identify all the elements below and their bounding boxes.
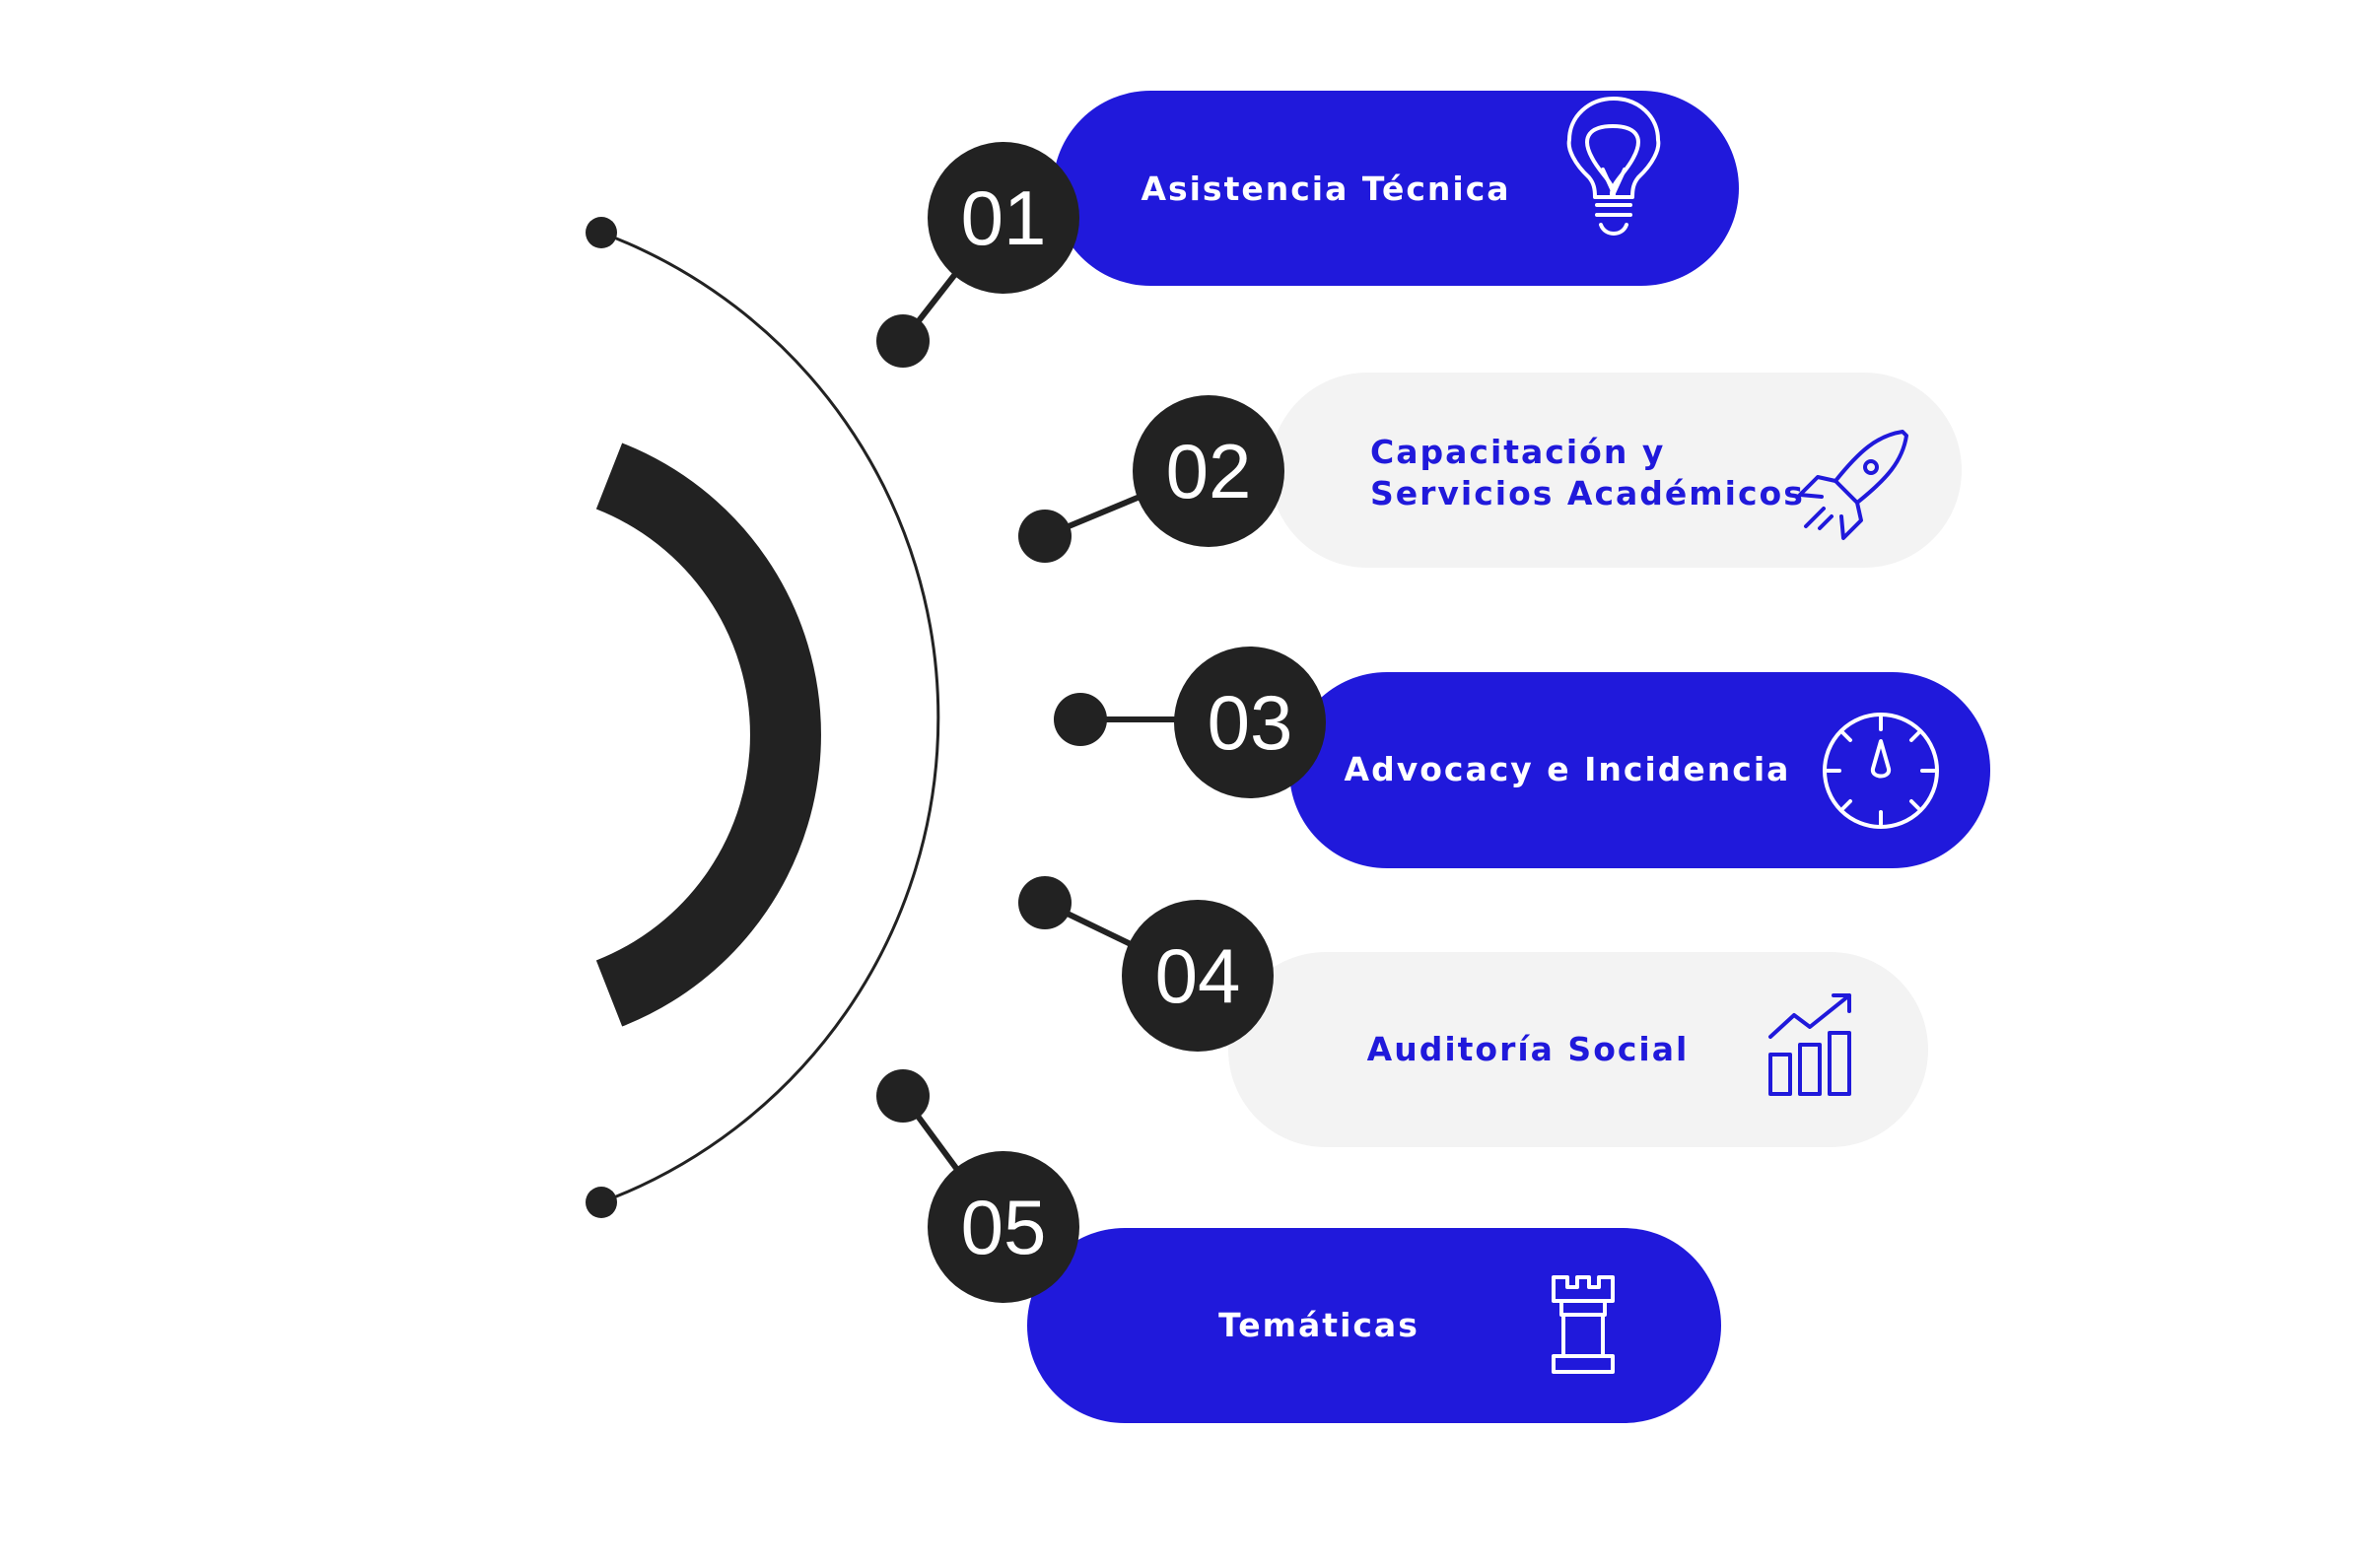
arc-node	[1018, 876, 1072, 929]
arc-end-dot-top	[586, 217, 617, 248]
chess-rook-icon	[1552, 1275, 1615, 1374]
half-ring-decoration	[595, 443, 821, 1027]
step-label: Asistencia Técnica	[1141, 170, 1510, 208]
step-number-badge	[1122, 900, 1274, 1052]
step-03[interactable]: Advocacy e Incidencia 03	[1054, 647, 1990, 868]
timeline-arc	[600, 231, 940, 1204]
stopwatch-icon	[1823, 713, 1939, 829]
arc-end-dot-bottom	[586, 1187, 617, 1218]
arc-node	[876, 1069, 930, 1123]
step-number: 02	[1166, 428, 1252, 514]
step-label: Temáticas	[1218, 1306, 1419, 1344]
step-pill[interactable]	[1027, 1228, 1721, 1423]
step-number-badge	[1174, 647, 1326, 798]
step-02[interactable]: Capacitación y Servicios Académicos 02	[1018, 373, 1962, 568]
lightbulb-icon	[1566, 97, 1661, 236]
step-number-badge	[1133, 395, 1284, 547]
step-label: Advocacy e Incidencia	[1345, 750, 1791, 788]
step-number: 04	[1155, 932, 1241, 1019]
rocket-icon	[1798, 430, 1908, 540]
arc-node	[1054, 693, 1107, 746]
arc-node	[1018, 510, 1072, 563]
step-number-badge	[928, 1151, 1079, 1303]
step-label: Capacitación y Servicios Académicos	[1370, 433, 1805, 512]
step-number: 03	[1208, 679, 1293, 766]
step-number: 05	[961, 1184, 1047, 1270]
step-pill[interactable]	[1228, 952, 1928, 1147]
step-pill[interactable]	[1270, 373, 1962, 568]
step-05[interactable]: Temáticas 05	[876, 1069, 1721, 1423]
step-number: 01	[961, 174, 1047, 261]
step-pill[interactable]	[1053, 91, 1739, 286]
arc-node	[876, 314, 930, 368]
step-number-badge	[928, 142, 1079, 294]
growth-chart-icon	[1768, 993, 1851, 1096]
step-01[interactable]: Asistencia Técnica 01	[876, 91, 1739, 368]
step-pill[interactable]	[1289, 672, 1990, 868]
step-04[interactable]: Auditoría Social 04	[1018, 876, 1928, 1147]
step-label: Auditoría Social	[1367, 1030, 1690, 1068]
